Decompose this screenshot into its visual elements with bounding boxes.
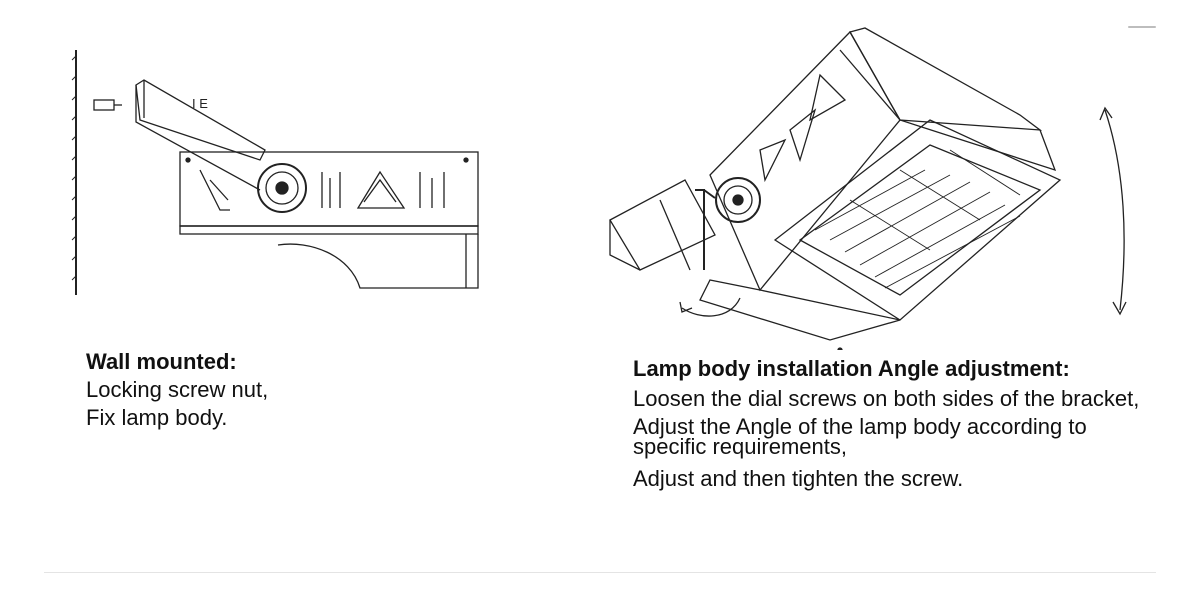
wall-mount-diagram: I E — [71, 50, 479, 295]
screw-icon — [93, 99, 115, 111]
angle-adjustment-line-2: Adjust the Angle of the lamp body accord… — [633, 414, 1087, 459]
angle-adjustment-line-1: Loosen the dial screws on both sides of … — [633, 386, 1140, 411]
led-array — [814, 149, 1021, 289]
angle-adjustment-diagram — [609, 27, 1127, 350]
wall-hatching — [71, 55, 77, 281]
bottom-divider — [44, 572, 1156, 573]
bracket-label: I E — [192, 96, 208, 111]
wall-mounted-line-1: Locking screw nut, — [86, 377, 269, 402]
wall-mounted-title: Wall mounted: — [86, 349, 237, 374]
wall-mounted-line-2: Fix lamp body. — [86, 405, 228, 430]
angle-adjustment-line-3: Adjust and then tighten the screw. — [633, 466, 964, 491]
wall-mounted-caption: Wall mounted: Locking screw nut, Fix lam… — [86, 348, 546, 432]
angle-adjustment-title: Lamp body installation Angle adjustment: — [633, 356, 1070, 381]
angle-adjustment-caption: Lamp body installation Angle adjustment:… — [633, 355, 1163, 493]
corner-mark — [1128, 26, 1156, 28]
